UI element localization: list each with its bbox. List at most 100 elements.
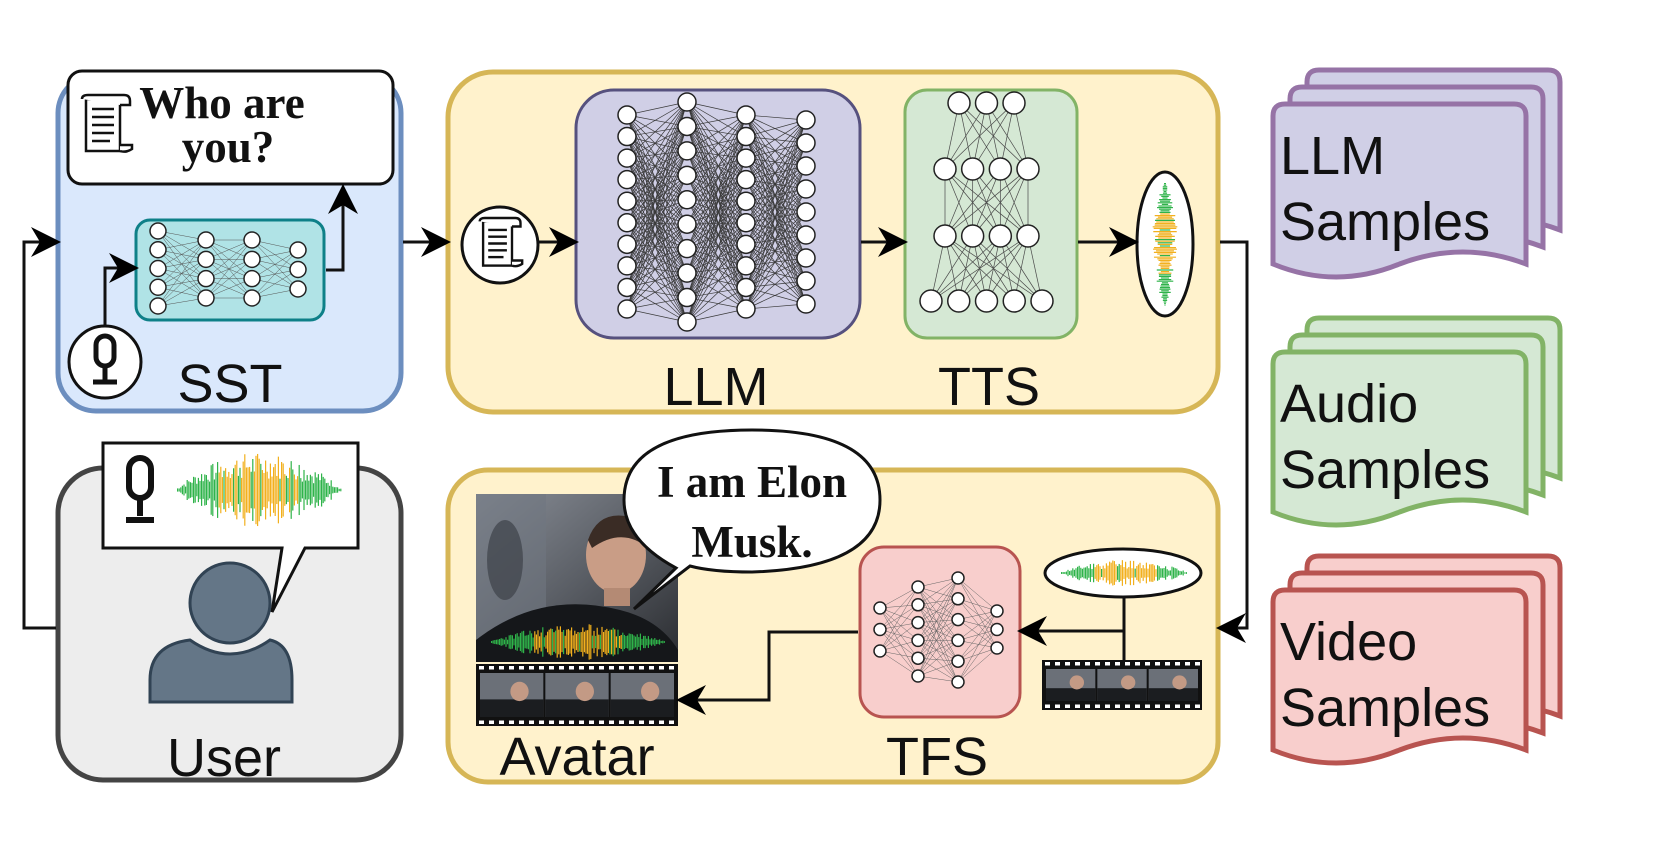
net-edge bbox=[745, 142, 807, 310]
net-edge bbox=[957, 598, 998, 649]
net-edge bbox=[626, 175, 688, 267]
net-edge bbox=[745, 222, 807, 282]
net-node bbox=[796, 294, 816, 314]
net-edge bbox=[745, 119, 807, 223]
film-hole bbox=[1085, 704, 1090, 708]
net-node bbox=[149, 297, 167, 315]
net-edge bbox=[626, 150, 688, 288]
net-edge bbox=[745, 136, 807, 213]
net-node bbox=[197, 289, 215, 307]
net-edge bbox=[745, 114, 807, 144]
net-node bbox=[677, 141, 697, 161]
film-hole bbox=[509, 720, 514, 724]
net-edge bbox=[205, 239, 253, 279]
net-node bbox=[677, 190, 697, 210]
net-edge bbox=[745, 114, 807, 121]
net-edge bbox=[626, 157, 688, 298]
net-edge bbox=[745, 303, 807, 310]
net-edge bbox=[917, 640, 959, 662]
net-node bbox=[988, 224, 1013, 248]
net-node bbox=[988, 157, 1013, 181]
net-edge bbox=[686, 272, 747, 288]
film-hole bbox=[1145, 704, 1150, 708]
net-edge bbox=[879, 650, 919, 677]
net-edge bbox=[745, 200, 807, 213]
net-edge bbox=[745, 119, 807, 180]
net-edge bbox=[745, 243, 807, 259]
net-edge bbox=[626, 248, 688, 288]
net-edge bbox=[944, 102, 987, 170]
net-node bbox=[289, 260, 307, 279]
net-node bbox=[796, 225, 816, 245]
net-edge bbox=[745, 119, 807, 159]
film-hole bbox=[649, 666, 654, 670]
net-node bbox=[1016, 157, 1040, 181]
net-node bbox=[951, 654, 965, 668]
net-edge bbox=[626, 199, 688, 310]
net-edge bbox=[626, 101, 688, 159]
net-edge bbox=[626, 126, 688, 159]
net-node bbox=[796, 156, 816, 176]
document-icon bbox=[460, 205, 540, 285]
film-frame-shade bbox=[480, 699, 544, 717]
net-node bbox=[197, 231, 215, 249]
net-edge bbox=[157, 249, 207, 279]
net-edge bbox=[917, 586, 959, 600]
film-hole bbox=[1115, 704, 1120, 708]
film-frame-shade bbox=[1046, 688, 1096, 701]
film-hole bbox=[529, 720, 534, 724]
net-edge bbox=[626, 248, 688, 310]
net-edge bbox=[626, 179, 688, 201]
net-node bbox=[243, 269, 261, 288]
film-hole bbox=[619, 720, 624, 724]
net-edge bbox=[745, 136, 807, 282]
net-edge bbox=[917, 598, 959, 623]
net-edge bbox=[745, 136, 807, 190]
net-edge bbox=[157, 239, 207, 288]
tfs-label: TFS bbox=[886, 727, 988, 787]
net-edge bbox=[626, 265, 688, 298]
net-edge bbox=[626, 157, 688, 201]
film-hole bbox=[659, 720, 664, 724]
net-edge bbox=[686, 114, 747, 274]
net-edge bbox=[745, 157, 807, 305]
net-edge bbox=[686, 150, 747, 180]
net-edge bbox=[205, 259, 253, 299]
net-edge bbox=[745, 188, 807, 245]
net-node bbox=[911, 633, 925, 648]
net-edge bbox=[879, 586, 919, 609]
net-edge bbox=[626, 179, 688, 298]
net-edge bbox=[626, 223, 688, 288]
net-edge bbox=[626, 223, 688, 245]
film-hole bbox=[589, 666, 594, 670]
net-edge bbox=[626, 126, 688, 202]
tfs-neural-net bbox=[873, 571, 1004, 689]
net-node bbox=[677, 92, 697, 112]
net-edge bbox=[745, 157, 807, 282]
net-edge bbox=[745, 234, 807, 267]
net-edge bbox=[686, 114, 747, 249]
net-edge bbox=[686, 201, 747, 298]
avatar-video-frame bbox=[476, 494, 678, 662]
net-edge bbox=[626, 136, 688, 152]
film-hole bbox=[1055, 704, 1060, 708]
net-edge bbox=[745, 211, 807, 267]
net-edge bbox=[745, 211, 807, 310]
net-edge bbox=[745, 201, 807, 305]
net-edge bbox=[745, 136, 807, 259]
film-hole bbox=[549, 666, 554, 670]
net-edge bbox=[686, 243, 747, 250]
net-edge bbox=[686, 199, 747, 267]
net-node bbox=[911, 651, 925, 665]
net-edge bbox=[626, 179, 688, 225]
net-node bbox=[617, 169, 637, 190]
net-edge bbox=[626, 114, 688, 176]
net-edge bbox=[745, 179, 807, 305]
net-edge bbox=[745, 287, 807, 305]
net-edge bbox=[745, 136, 807, 144]
net-edge bbox=[686, 150, 747, 267]
film-hole bbox=[1135, 662, 1140, 666]
sst-label: SST bbox=[177, 354, 282, 414]
film-hole bbox=[1165, 662, 1170, 666]
answer-line-1: I am Elon bbox=[657, 457, 847, 507]
